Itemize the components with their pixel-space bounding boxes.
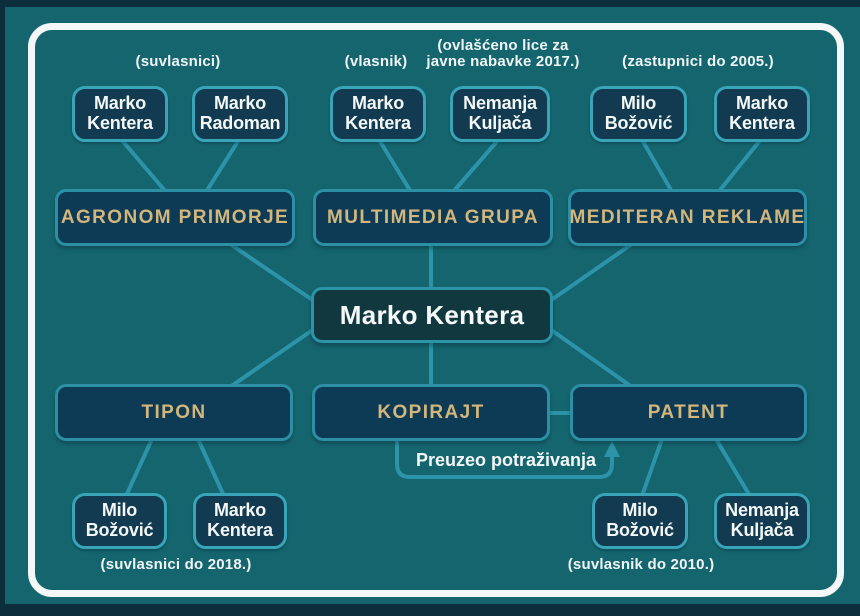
transfer-label: Preuzeo potraživanja [415, 450, 597, 470]
person-name-line1: Milo [622, 500, 658, 521]
person-name-line2: Kuljača [730, 520, 794, 540]
person-name-line1: Marko [93, 93, 147, 114]
person-mediteran-2: Marko Kentera [714, 86, 810, 142]
edge-patent-p2 [714, 437, 752, 498]
person-name-line2: Kentera [87, 113, 153, 133]
edge-tipon-center [228, 325, 319, 389]
person-name-line1: Marko [213, 93, 267, 114]
transfer-arrow-path [395, 439, 614, 479]
edge-multimedia-p1 [376, 136, 413, 194]
person-patent-1: Milo Božović [592, 493, 688, 549]
person-name-line1: Milo [620, 93, 657, 114]
person-tipon-1: Milo Božović [72, 493, 167, 549]
caption-suvlasnik-2010: (suvlasnik do 2010.) [567, 556, 715, 573]
edge-mediteran-p1 [639, 136, 673, 192]
person-name-line2: Božović [604, 113, 673, 133]
caption-suvlasnici-2018: (suvlasnici do 2018.) [100, 556, 252, 573]
edge-tipon-p2 [196, 437, 226, 498]
edge-agronom-p2 [204, 136, 242, 194]
company-mediteran: MEDITERAN REKLAME [568, 189, 807, 246]
company-agronom: AGRONOM PRIMORJE [55, 189, 295, 246]
center-person: Marko Kentera [311, 287, 553, 343]
company-kopirajt: KOPIRAJT [312, 384, 550, 441]
company-tipon: TIPON [55, 384, 293, 441]
person-name-line2: Kentera [729, 113, 795, 133]
edge-patent-p1 [640, 437, 664, 498]
caption-zastupnici: (zastupnici do 2005.) [622, 53, 774, 70]
person-multimedia-2: Nemanja Kuljača [450, 86, 550, 142]
person-patent-2: Nemanja Kuljača [714, 493, 810, 549]
person-mediteran-1: Milo Božović [590, 86, 687, 142]
caption-ovlasceno: (ovlašćeno lice za javne nabavke 2017.) [426, 38, 579, 70]
letterbox-top [0, 0, 860, 7]
edge-mediteran-p2 [718, 136, 764, 192]
company-multimedia: MULTIMEDIA GRUPA [313, 189, 553, 246]
person-name-line1: Marko [213, 500, 267, 521]
person-name-line2: Radoman [199, 113, 281, 133]
edge-agronom-center [228, 242, 319, 305]
person-multimedia-1: Marko Kentera [330, 86, 426, 142]
letterbox-bottom [0, 604, 860, 616]
person-name-line1: Nemanja [463, 93, 537, 114]
person-name-line1: Marko [735, 93, 789, 114]
person-name-line1: Nemanja [725, 500, 799, 521]
person-tipon-2: Marko Kentera [193, 493, 287, 549]
person-name-line2: Kuljača [468, 113, 532, 133]
company-patent: PATENT [570, 384, 807, 441]
person-agronom-1: Marko Kentera [72, 86, 168, 142]
caption-ovlasceno-line1: (ovlašćeno lice za [437, 37, 569, 54]
edge-mediteran-center [545, 242, 634, 305]
person-name-line2: Božović [606, 520, 674, 540]
edge-multimedia-p2 [451, 136, 502, 194]
edge-agronom-p1 [118, 136, 168, 194]
person-agronom-2: Marko Radoman [192, 86, 288, 142]
white-frame [28, 23, 844, 597]
person-name-line2: Božović [85, 520, 154, 540]
person-name-line1: Marko [351, 93, 405, 114]
person-name-line2: Kentera [207, 520, 273, 540]
person-name-line1: Milo [101, 500, 138, 521]
person-name-line2: Kentera [345, 113, 411, 133]
transfer-arrowhead-icon [604, 441, 620, 457]
caption-suvlasnici: (suvlasnici) [135, 53, 221, 70]
letterbox-left [0, 0, 5, 616]
edge-patent-center [545, 325, 634, 389]
caption-ovlasceno-line2: javne nabavke 2017.) [426, 53, 580, 70]
edge-tipon-p1 [124, 437, 154, 498]
caption-vlasnik: (vlasnik) [344, 53, 408, 70]
